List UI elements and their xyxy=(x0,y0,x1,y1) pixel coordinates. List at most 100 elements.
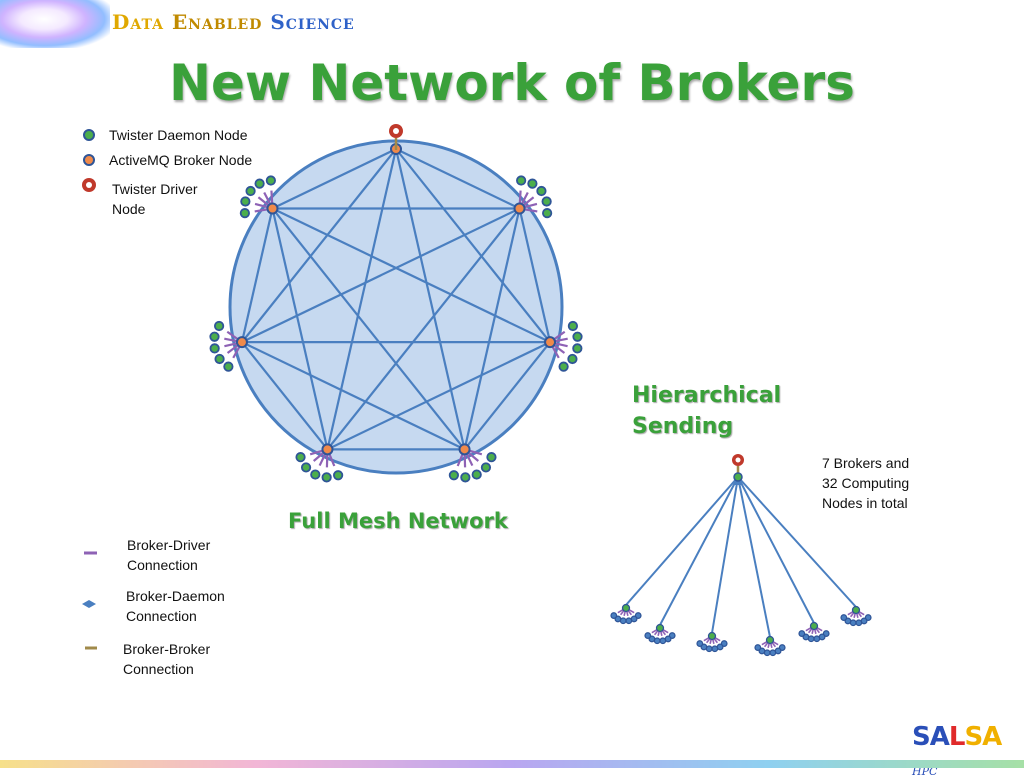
brand-word-1: Data xyxy=(112,10,164,34)
mesh-broker-cluster xyxy=(448,443,497,483)
sub-broker-node xyxy=(765,635,775,645)
broker-node xyxy=(235,336,248,349)
computing-node xyxy=(754,644,762,651)
mesh-broker-cluster xyxy=(239,175,279,219)
mesh-connection-line xyxy=(271,148,397,210)
logo-part-3: SA xyxy=(964,722,1002,752)
daemon-node xyxy=(527,178,538,189)
page-title: New Network of Brokers xyxy=(169,54,855,112)
computing-node xyxy=(813,635,821,643)
driver-node-label-line-1: Twister Driver xyxy=(112,181,198,197)
logo-part-1: SA xyxy=(912,722,950,752)
broker-daemon-connection-legend-icon xyxy=(82,600,96,608)
broker-daemon-label-line-2: Connection xyxy=(126,608,197,624)
computing-node xyxy=(769,649,777,657)
computing-node xyxy=(659,637,667,645)
daemon-node xyxy=(310,469,321,480)
mesh-connection-line xyxy=(394,148,466,450)
hierarchy-node-group xyxy=(696,631,728,653)
broker-node xyxy=(266,202,279,215)
computing-node xyxy=(798,630,806,637)
daemon-node xyxy=(265,175,276,186)
daemon-node xyxy=(214,320,225,332)
computing-node xyxy=(625,617,633,625)
mesh-broker-cluster xyxy=(544,320,583,372)
daemon-node-legend-label: Twister Daemon Node xyxy=(109,127,248,143)
driver-node-legend-icon xyxy=(82,178,96,192)
daemon-node xyxy=(486,452,497,463)
note-line-3: Nodes in total xyxy=(822,495,908,511)
daemon-node xyxy=(300,462,312,473)
mesh-connection-line xyxy=(326,341,551,451)
daemon-node xyxy=(209,331,220,342)
daemon-node xyxy=(254,178,265,189)
hierarchical-sending-label: Hierarchical Sending xyxy=(632,380,781,442)
mesh-broker-cluster xyxy=(295,443,344,483)
computing-node xyxy=(644,632,652,639)
hierarchical-line-2: Sending xyxy=(632,414,734,439)
mesh-connection-line xyxy=(326,148,398,450)
note-line-2: 32 Computing xyxy=(822,475,910,491)
hierarchy-node-group xyxy=(798,621,830,643)
mesh-connection-line xyxy=(326,207,521,451)
daemon-node xyxy=(223,361,234,372)
daemon-node xyxy=(558,361,569,372)
broker-driver-connection-legend-label: Broker-Driver Connection xyxy=(127,535,210,575)
hierarchy-node-group xyxy=(754,635,786,657)
driver-node-label-line-2: Node xyxy=(112,201,146,217)
mesh-broker-cluster xyxy=(209,320,248,372)
hierarchy-node-group xyxy=(840,605,872,627)
sub-broker-node xyxy=(655,623,665,633)
salsa-hpc-logo: SALSA HPC xyxy=(912,722,1024,782)
daemon-node xyxy=(321,472,332,483)
broker-broker-connection-legend-label: Broker-Broker Connection xyxy=(123,639,210,679)
mesh-connection-line xyxy=(463,208,521,450)
broker-broker-label-line-2: Connection xyxy=(123,661,194,677)
mesh-connection-line xyxy=(463,341,551,451)
top-driver-node-icon xyxy=(389,124,403,138)
mesh-connection-line xyxy=(395,148,521,210)
mesh-broker-cluster xyxy=(513,175,553,219)
hierarchy-link xyxy=(737,476,857,608)
hierarchy-root-broker xyxy=(733,472,743,482)
broker-node-legend-label: ActiveMQ Broker Node xyxy=(109,152,253,168)
daemon-node xyxy=(471,469,482,480)
daemon-node xyxy=(460,472,471,483)
computing-node xyxy=(610,612,618,619)
computing-node xyxy=(855,619,863,627)
daemon-node xyxy=(567,353,578,365)
hierarchy-link xyxy=(737,476,815,624)
note-line-1: 7 Brokers and xyxy=(822,455,910,471)
hierarchy-link xyxy=(625,476,739,606)
daemon-node xyxy=(480,462,492,473)
broker-node xyxy=(321,443,334,456)
daemon-node xyxy=(572,343,583,354)
mesh-connection-line xyxy=(271,207,551,344)
sub-broker-node xyxy=(707,631,717,641)
mesh-connection-line xyxy=(518,208,552,343)
daemon-node xyxy=(245,185,256,197)
hierarchical-line-1: Hierarchical xyxy=(632,383,782,408)
mesh-connection-line xyxy=(240,208,274,343)
mesh-connections xyxy=(240,148,552,451)
daemon-node xyxy=(536,185,547,197)
hierarchy-link xyxy=(711,476,739,634)
daemon-node xyxy=(239,208,250,219)
daemon-node xyxy=(567,320,578,332)
computing-node xyxy=(840,614,848,621)
sub-broker-node xyxy=(621,603,631,613)
broker-daemon-label-line-1: Broker-Daemon xyxy=(126,588,225,604)
computing-node xyxy=(711,645,719,653)
hierarchy-node-group xyxy=(610,603,642,625)
brand-word-3: Science xyxy=(270,10,355,34)
mesh-connection-line xyxy=(241,341,329,451)
mesh-connection-line xyxy=(241,148,397,343)
brand-name: Data Enabled Science xyxy=(112,10,355,34)
broker-node xyxy=(513,202,526,215)
mesh-connection-line xyxy=(271,208,329,450)
broker-broker-label-line-1: Broker-Broker xyxy=(123,641,211,657)
mesh-network-circle xyxy=(228,139,564,475)
daemon-node xyxy=(209,343,220,354)
broker-node xyxy=(458,443,471,456)
